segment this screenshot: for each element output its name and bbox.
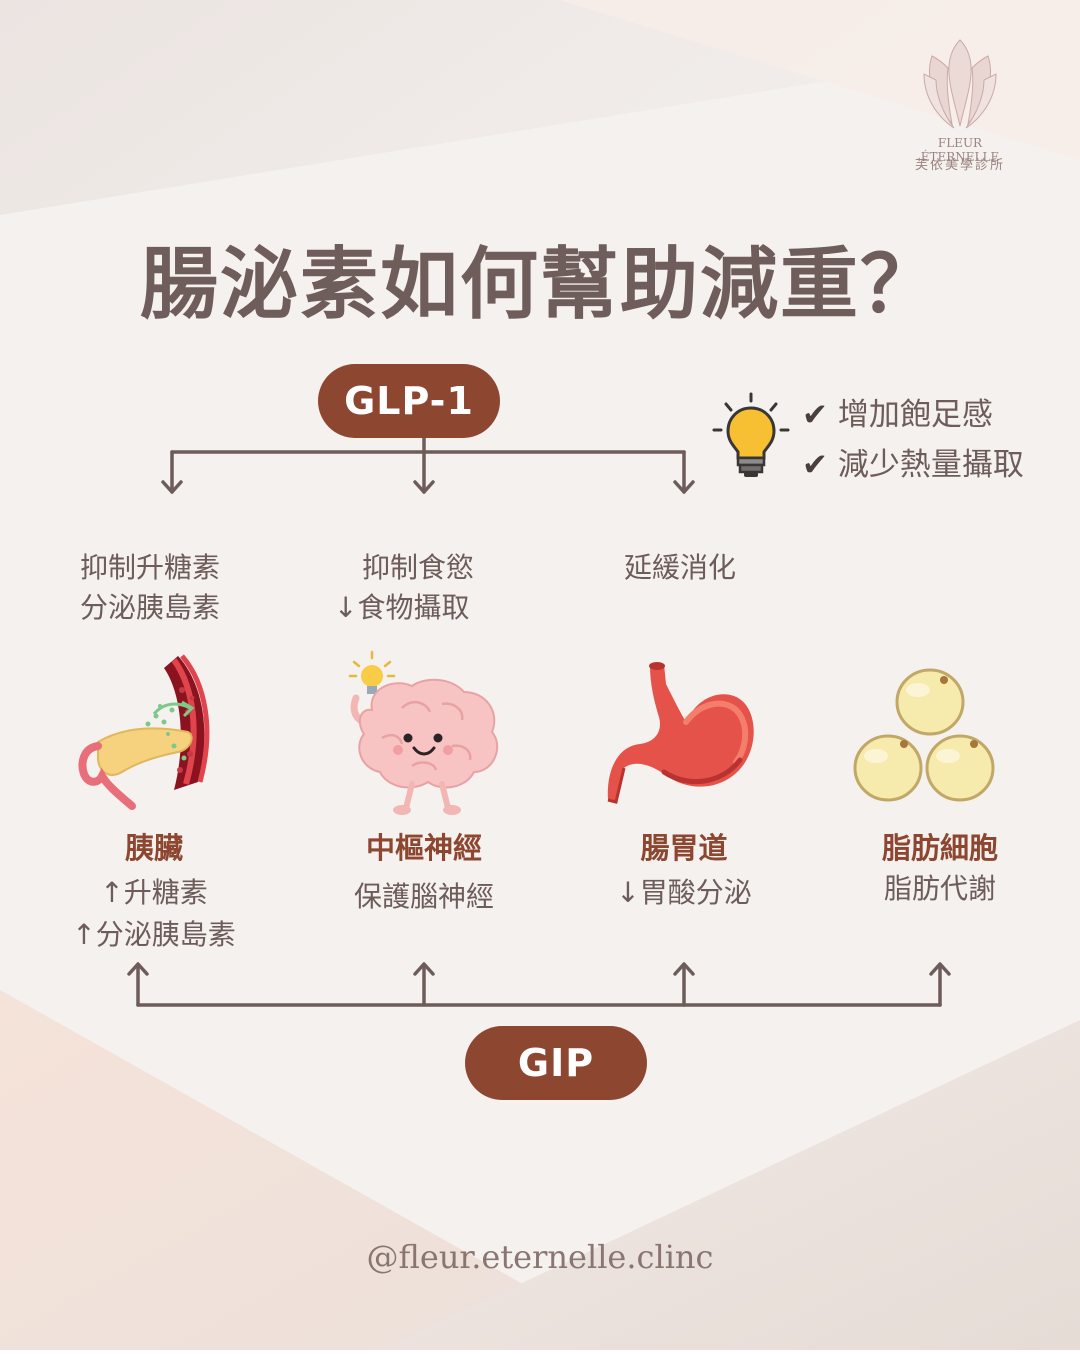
organ-name-stomach: 腸胃道 [640, 831, 728, 865]
glp1-effect-pancreas: 抑制升糖素 分泌胰島素 [80, 551, 221, 624]
glp1-benefit-2: ✔ 減少熱量攝取 [802, 447, 1024, 483]
brand-logo [922, 38, 998, 133]
fat-cells-icon [852, 664, 998, 804]
stomach-icon [604, 660, 760, 808]
glp1-benefit-1: ✔ 增加飽足感 [802, 397, 993, 433]
check-icon: ✔ [802, 397, 828, 433]
organ-effect-stomach: ↓胃酸分泌 [616, 876, 752, 909]
organ-effect-brain: 保護腦神經 [353, 880, 494, 913]
pancreas-icon [78, 650, 228, 810]
brand-name-zh: 芙依美學診所 [914, 158, 1005, 173]
brain-icon [342, 648, 506, 820]
organ-name-brain: 中樞神經 [365, 831, 482, 865]
check-icon: ✔ [802, 447, 828, 483]
glp1-badge: GLP-1 [318, 364, 500, 438]
gip-badge: GIP [465, 1026, 647, 1100]
glp1-effect-stomach: 延緩消化 [624, 551, 737, 584]
page-title: 腸泌素如何幫助減重？ [139, 239, 940, 330]
lightbulb-icon [710, 392, 792, 484]
glp1-effect-brain: 抑制食慾 ↓食物攝取 [334, 551, 475, 624]
organ-effect-pancreas: ↑升糖素 ↑分泌胰島素 [72, 876, 236, 951]
brand-name-en: FLEUR ÉTERNELLE [920, 136, 1000, 164]
organ-name-pancreas: 胰臟 [124, 831, 183, 865]
social-handle: @fleur.eternelle.clinc [366, 1238, 714, 1276]
organ-name-fat-cells: 脂肪細胞 [881, 831, 998, 865]
organ-effect-fat-cells: 脂肪代謝 [883, 872, 996, 905]
